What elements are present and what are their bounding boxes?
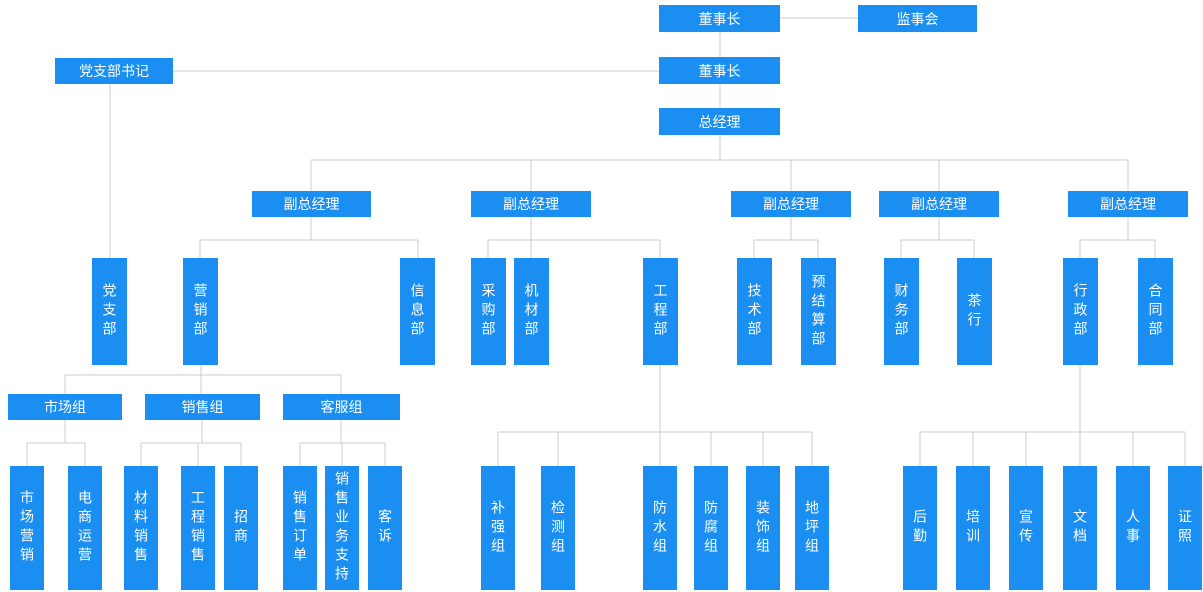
node-party-branch[interactable]: 党支部 <box>92 258 127 365</box>
node-documents[interactable]: 文档 <box>1063 466 1097 590</box>
node-service-group[interactable]: 客服组 <box>283 394 400 420</box>
node-supervisory-board[interactable]: 监事会 <box>858 5 977 32</box>
node-budget-dept[interactable]: 预结算部 <box>801 258 836 365</box>
node-chairman-top[interactable]: 董事长 <box>659 5 780 32</box>
node-admin-dept[interactable]: 行政部 <box>1063 258 1098 365</box>
node-deputy-gm-3[interactable]: 副总经理 <box>731 191 851 217</box>
node-flooring-group[interactable]: 地坪组 <box>795 466 829 590</box>
node-engineering-sales[interactable]: 工程销售 <box>181 466 215 590</box>
node-reinforcement-group[interactable]: 补强组 <box>481 466 515 590</box>
node-deputy-gm-1[interactable]: 副总经理 <box>252 191 371 217</box>
node-logistics[interactable]: 后勤 <box>903 466 937 590</box>
node-finance-dept[interactable]: 财务部 <box>884 258 919 365</box>
node-engineering-dept[interactable]: 工程部 <box>643 258 678 365</box>
node-purchasing-dept[interactable]: 采购部 <box>471 258 506 365</box>
node-hr[interactable]: 人事 <box>1116 466 1150 590</box>
node-sales-group[interactable]: 销售组 <box>145 394 260 420</box>
node-decoration-group[interactable]: 装饰组 <box>746 466 780 590</box>
node-customer-complaints[interactable]: 客诉 <box>368 466 402 590</box>
node-machinery-dept[interactable]: 机材部 <box>514 258 549 365</box>
node-info-dept[interactable]: 信息部 <box>400 258 435 365</box>
node-tech-dept[interactable]: 技术部 <box>737 258 772 365</box>
node-deputy-gm-2[interactable]: 副总经理 <box>471 191 591 217</box>
node-deputy-gm-5[interactable]: 副总经理 <box>1068 191 1188 217</box>
node-material-sales[interactable]: 材料销售 <box>124 466 158 590</box>
node-licenses[interactable]: 证照 <box>1168 466 1202 590</box>
node-anticorrosion-group[interactable]: 防腐组 <box>694 466 728 590</box>
node-chairman-2[interactable]: 董事长 <box>659 57 780 84</box>
node-sales-support[interactable]: 销售业务支持 <box>325 466 359 590</box>
node-waterproof-group[interactable]: 防水组 <box>643 466 677 590</box>
node-market-marketing[interactable]: 市场营销 <box>10 466 44 590</box>
node-publicity[interactable]: 宣传 <box>1009 466 1043 590</box>
node-investment[interactable]: 招商 <box>224 466 258 590</box>
node-market-group[interactable]: 市场组 <box>8 394 122 420</box>
node-deputy-gm-4[interactable]: 副总经理 <box>879 191 999 217</box>
node-training[interactable]: 培训 <box>956 466 990 590</box>
node-testing-group[interactable]: 检测组 <box>541 466 575 590</box>
node-tea-house[interactable]: 茶行 <box>957 258 992 365</box>
node-party-secretary[interactable]: 党支部书记 <box>55 58 173 84</box>
node-marketing-dept[interactable]: 营销部 <box>183 258 218 365</box>
node-ecommerce-ops[interactable]: 电商运营 <box>68 466 102 590</box>
node-contract-dept[interactable]: 合同部 <box>1138 258 1173 365</box>
node-general-manager[interactable]: 总经理 <box>659 108 780 135</box>
node-sales-orders[interactable]: 销售订单 <box>283 466 317 590</box>
